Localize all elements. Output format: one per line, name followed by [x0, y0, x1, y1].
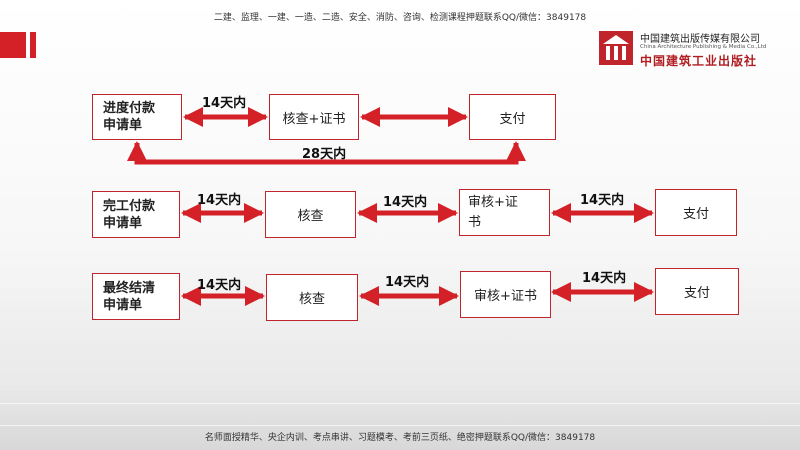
box-label: 核查	[298, 292, 325, 307]
payment-box: 支付	[655, 268, 739, 315]
box-label: 支付	[683, 286, 710, 301]
box-label: 核查	[297, 209, 324, 224]
box-title-line2: 申请单	[103, 118, 143, 133]
review-certificate-box: 审核+证书	[460, 271, 551, 318]
box-title-line1: 最终结清	[103, 280, 156, 296]
final-settlement-application-box: 最终结清 申请单	[92, 273, 180, 320]
publisher-logo-icon	[599, 31, 633, 65]
arrow-label: 14天内	[197, 278, 242, 293]
box-label-line1: 审核+证	[468, 194, 518, 210]
completion-payment-application-box: 完工付款 申请单	[92, 191, 180, 238]
arrow-label: 14天内	[582, 271, 627, 286]
arrow-label: 14天内	[580, 193, 625, 208]
box-label-line2: 书	[468, 214, 482, 230]
box-label: 支付	[682, 207, 709, 222]
progress-payment-application-box: 进度付款 申请单	[92, 94, 182, 140]
box-label: 审核+证书	[474, 289, 537, 304]
publisher-logo: 中国建筑出版传媒有限公司 China Architecture Publishi…	[598, 30, 798, 70]
box-title-line2: 申请单	[103, 215, 143, 231]
verify-certificate-box: 核查+证书	[269, 94, 359, 140]
arrow-label: 14天内	[202, 96, 247, 111]
box-label: 核查+证书	[282, 111, 346, 127]
logo-company-name-en: China Architecture Publishing & Media Co…	[640, 44, 767, 50]
floor-line	[0, 425, 800, 426]
arrow-label: 14天内	[383, 195, 428, 210]
box-title-line1: 进度付款	[103, 101, 156, 116]
floor-line	[0, 403, 800, 404]
arrow-label: 14天内	[197, 193, 242, 208]
top-banner: 二建、监理、一建、一造、二造、安全、消防、咨询、检测课程押题联系QQ/微信：38…	[213, 13, 587, 23]
box-title-line2: 申请单	[103, 297, 143, 313]
decorative-red-bar	[0, 32, 26, 58]
box-label: 支付	[499, 111, 526, 127]
logo-press-name: 中国建筑工业出版社	[640, 54, 758, 68]
arrow-row1-bottom	[127, 141, 526, 165]
box-title-line1: 完工付款	[103, 198, 156, 214]
arrow-label: 14天内	[385, 275, 430, 290]
logo-company-name: 中国建筑出版传媒有限公司	[640, 34, 760, 45]
review-certificate-box: 审核+证 书	[459, 189, 550, 236]
arrow-label: 28天内	[302, 147, 347, 162]
verify-box: 核查	[266, 274, 358, 321]
verify-box: 核查	[265, 191, 356, 238]
bottom-banner: 名师面授精华、央企内训、考点串讲、习题模考、考前三页纸、绝密押题联系QQ/微信：…	[204, 433, 596, 443]
decorative-red-stripe	[30, 32, 36, 58]
payment-box: 支付	[469, 94, 556, 140]
floor-background	[0, 385, 800, 450]
payment-box: 支付	[655, 189, 737, 236]
